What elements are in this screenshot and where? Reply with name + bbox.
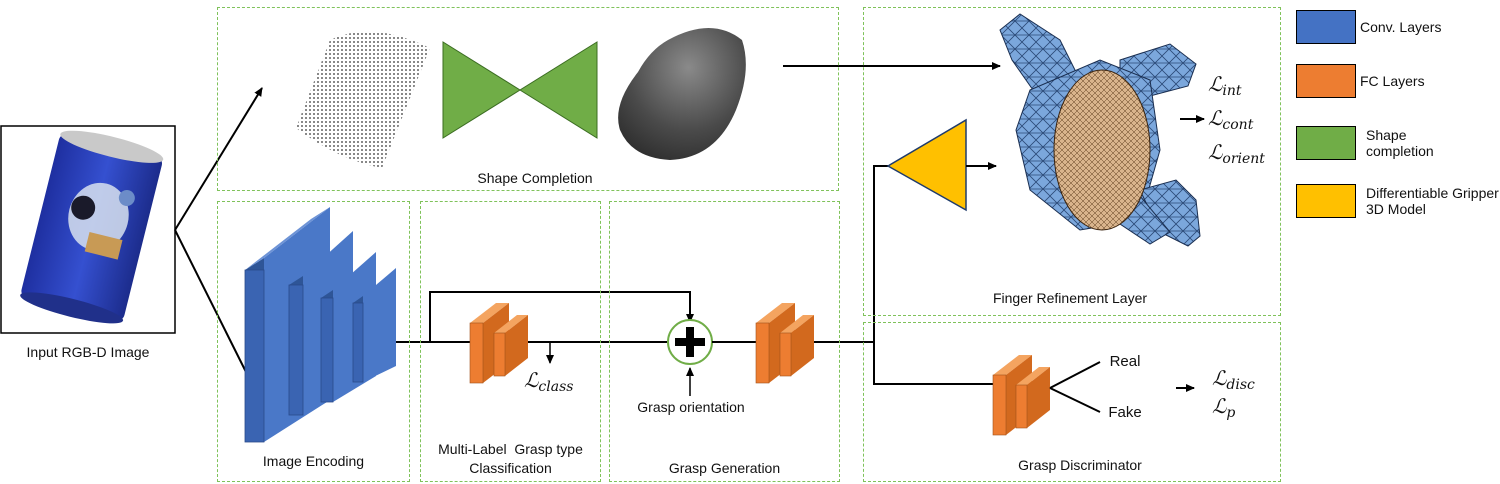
legend-conv: Conv. Layers — [1296, 10, 1441, 44]
legend-fc: FC Layers — [1296, 64, 1425, 98]
loss-disc: ℒdisc — [1212, 366, 1255, 393]
hand-mesh — [999, 13, 1201, 247]
shape-completion-label: Shape Completion — [477, 170, 593, 186]
grasp-generation-label: Grasp Generation — [668, 460, 781, 476]
shape-completion-network — [442, 41, 598, 139]
conv-layers — [244, 207, 396, 443]
legend-shape: Shape completion — [1296, 126, 1476, 160]
legend-label: Shape completion — [1366, 127, 1434, 159]
finger-refinement-label: Finger Refinement Layer — [992, 290, 1148, 306]
fc-layers-classification — [469, 303, 528, 384]
loss-class: ℒclass — [524, 368, 574, 395]
fake-label: Fake — [1108, 404, 1142, 421]
input-image — [0, 125, 176, 334]
finger-refinement-box — [863, 7, 1281, 316]
loss-int: ℒint — [1208, 72, 1242, 99]
grasp-discriminator-box — [863, 322, 1281, 482]
classification-label-2: Classification — [469, 460, 552, 476]
classification-box — [420, 201, 601, 482]
concat-node — [667, 319, 713, 365]
legend-swatch — [1296, 10, 1356, 44]
classification-label-1: Multi-Label Grasp type — [438, 441, 583, 457]
image-encoding-box — [217, 201, 410, 482]
legend-gripper: Differentiable Gripper 3D Model — [1296, 184, 1500, 218]
legend-label: Differentiable Gripper 3D Model — [1366, 185, 1499, 217]
point-cloud — [296, 31, 430, 168]
legend-label: FC Layers — [1360, 73, 1425, 89]
legend-swatch — [1296, 64, 1356, 98]
fc-layers-discriminator — [992, 355, 1050, 436]
image-encoding-label: Image Encoding — [262, 453, 365, 469]
input-image-label: Input RGB-D Image — [26, 344, 150, 360]
legend-swatch — [1296, 184, 1356, 218]
grasp-orientation-label: Grasp orientation — [637, 399, 745, 415]
real-label: Real — [1109, 353, 1141, 370]
loss-cont: ℒcont — [1208, 106, 1254, 133]
completed-shape — [618, 28, 746, 160]
fc-layers-generation — [755, 303, 814, 384]
loss-p: ℒp — [1212, 394, 1236, 421]
shape-completion-box — [217, 7, 839, 191]
legend-swatch — [1296, 126, 1356, 160]
legend-label: Conv. Layers — [1360, 19, 1442, 35]
loss-orient: ℒorient — [1208, 140, 1265, 167]
grasp-discriminator-label: Grasp Discriminator — [1018, 457, 1142, 473]
grasp-generation-box — [609, 201, 840, 482]
